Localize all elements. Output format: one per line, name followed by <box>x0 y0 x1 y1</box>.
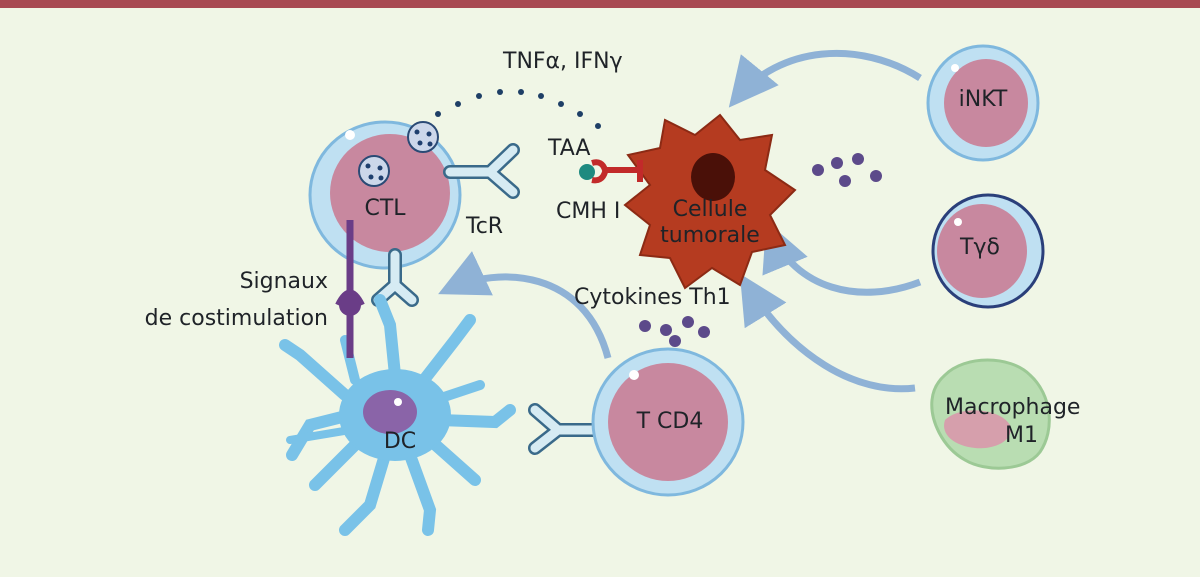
t-cd4-cell <box>591 347 745 497</box>
arrow-tcd4-to-ctl <box>438 251 612 359</box>
arrow-inkt-to-tumor <box>728 49 922 108</box>
tnf-ifn-dotted-arc <box>435 89 601 129</box>
label-tgd: Tγδ <box>960 235 1000 260</box>
tumor-cell <box>623 113 797 290</box>
tgd-cell <box>931 193 1045 309</box>
label-tumor-line2: tumorale <box>660 223 760 248</box>
arrow-tgd-to-tumor <box>762 220 922 296</box>
tcr-receptor-ctl-dc <box>371 248 419 307</box>
arrow-macrophage-to-tumor <box>739 273 916 393</box>
inkt-cell <box>926 44 1040 162</box>
taa-antigen <box>579 164 595 180</box>
label-cmh-i: CMH I <box>556 199 621 224</box>
tcr-receptor <box>443 143 520 199</box>
label-tcr: TcR <box>466 214 504 239</box>
costimulation-molecules <box>335 220 365 358</box>
dendritic-cell <box>279 294 516 536</box>
label-signals-line1: Signaux <box>239 269 328 294</box>
label-tnf-ifn: TNFα, IFNγ <box>503 49 623 74</box>
macrophage-m1-cell <box>930 358 1051 470</box>
label-tumor-line1: Cellule <box>672 197 748 222</box>
cytokine-th1-dots <box>639 316 710 347</box>
label-tcd4: T CD4 <box>636 409 704 434</box>
mhc-i-molecule <box>591 159 643 184</box>
label-inkt: iNKT <box>958 87 1008 112</box>
label-macrophage-line2: M1 <box>1005 423 1038 448</box>
ctl-cell <box>308 120 462 270</box>
label-cytokines-th1: Cytokines Th1 <box>574 285 731 310</box>
label-macrophage-line1: Macrophage <box>945 395 1081 420</box>
label-dc: DC <box>383 429 417 454</box>
label-ctl: CTL <box>364 196 406 221</box>
tcr-receptor-tcd4 <box>528 403 607 455</box>
top-border <box>0 0 1200 8</box>
label-signals-line2: de costimulation <box>144 306 328 331</box>
cytokine-dots-right <box>812 153 882 187</box>
label-taa: TAA <box>548 136 591 161</box>
